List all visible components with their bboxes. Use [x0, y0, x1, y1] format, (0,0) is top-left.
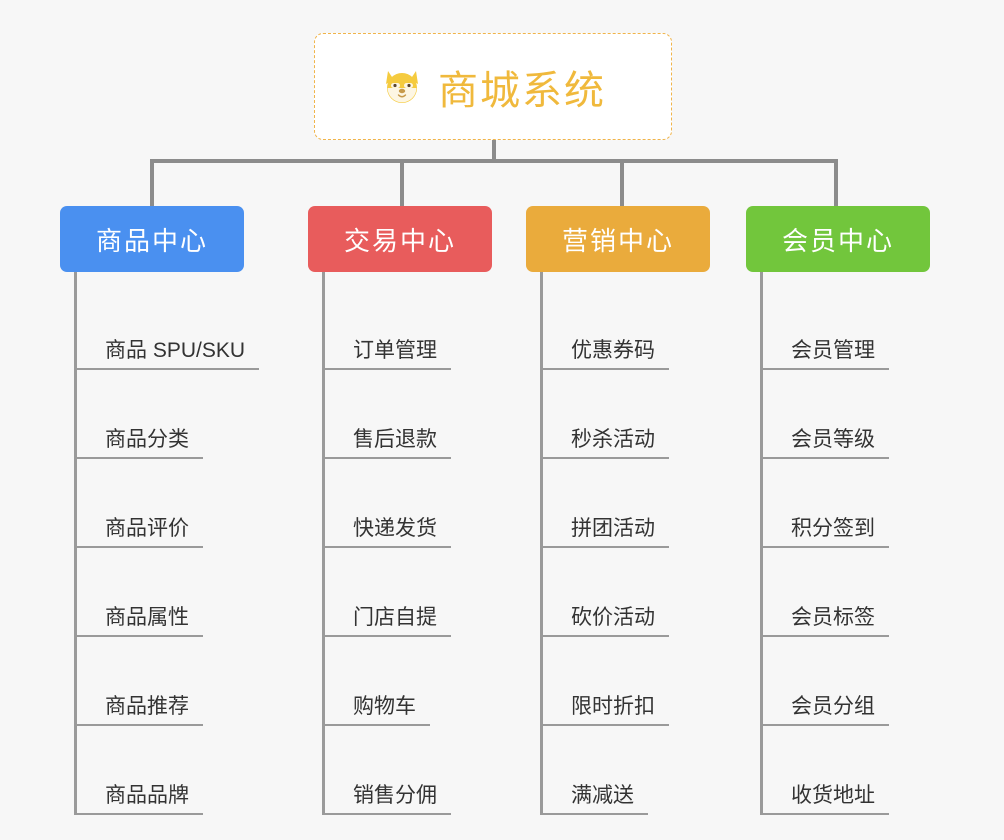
leaf-label: 商品评价: [77, 517, 203, 548]
leaf-label: 限时折扣: [543, 695, 669, 726]
leaf-label: 商品推荐: [77, 695, 203, 726]
leaf-list-marketing: 优惠券码 秒杀活动 拼团活动 砍价活动 限时折扣 满减送: [540, 272, 756, 815]
list-item[interactable]: 销售分佣: [325, 726, 538, 815]
list-item[interactable]: 限时折扣: [543, 637, 756, 726]
leaf-label: 砍价活动: [543, 606, 669, 637]
category-header-label: 商品中心: [95, 225, 208, 256]
leaf-label: 订单管理: [325, 339, 451, 370]
root-node-title: 商城系统: [438, 68, 606, 113]
leaf-label: 快递发货: [325, 517, 451, 548]
list-item[interactable]: 收货地址: [763, 726, 976, 815]
shiba-dog-face-icon: [380, 65, 424, 109]
leaf-label: 会员分组: [763, 695, 889, 726]
connector-drop-2: [400, 159, 404, 207]
root-node-mall-system[interactable]: 商城系统: [314, 33, 672, 140]
leaf-label: 销售分佣: [325, 784, 451, 815]
connector-root-stem: [492, 140, 496, 162]
connector-drop-1: [150, 159, 154, 207]
list-item[interactable]: 售后退款: [325, 370, 538, 459]
leaf-label: 积分签到: [763, 517, 889, 548]
list-item[interactable]: 订单管理: [325, 281, 538, 370]
leaf-list-product: 商品 SPU/SKU 商品分类 商品评价 商品属性 商品推荐 商品品牌: [74, 272, 290, 815]
list-item[interactable]: 快递发货: [325, 459, 538, 548]
list-item[interactable]: 商品推荐: [77, 637, 290, 726]
category-column-marketing: 营销中心 优惠券码 秒杀活动 拼团活动 砍价活动 限时折扣 满减送: [526, 206, 756, 815]
leaf-label: 秒杀活动: [543, 428, 669, 459]
category-header-marketing[interactable]: 营销中心: [526, 206, 710, 272]
leaf-label: 购物车: [325, 695, 430, 726]
leaf-label: 收货地址: [763, 784, 889, 815]
category-column-member: 会员中心 会员管理 会员等级 积分签到 会员标签 会员分组 收货地址: [746, 206, 976, 815]
connector-drop-3: [620, 159, 624, 207]
list-item[interactable]: 商品属性: [77, 548, 290, 637]
leaf-label: 会员等级: [763, 428, 889, 459]
list-item[interactable]: 砍价活动: [543, 548, 756, 637]
list-item[interactable]: 商品分类: [77, 370, 290, 459]
list-item[interactable]: 会员标签: [763, 548, 976, 637]
list-item[interactable]: 积分签到: [763, 459, 976, 548]
list-item[interactable]: 会员管理: [763, 281, 976, 370]
list-item[interactable]: 优惠券码: [543, 281, 756, 370]
list-item[interactable]: 商品评价: [77, 459, 290, 548]
leaf-label: 商品品牌: [77, 784, 203, 815]
list-item[interactable]: 购物车: [325, 637, 538, 726]
list-item[interactable]: 会员等级: [763, 370, 976, 459]
leaf-label: 商品分类: [77, 428, 203, 459]
connector-drop-4: [834, 159, 838, 207]
category-column-trade: 交易中心 订单管理 售后退款 快递发货 门店自提 购物车 销售分佣: [308, 206, 538, 815]
leaf-label: 拼团活动: [543, 517, 669, 548]
leaf-list-member: 会员管理 会员等级 积分签到 会员标签 会员分组 收货地址: [760, 272, 976, 815]
category-header-trade[interactable]: 交易中心: [308, 206, 492, 272]
category-header-label: 营销中心: [561, 225, 674, 256]
list-item[interactable]: 门店自提: [325, 548, 538, 637]
leaf-list-trade: 订单管理 售后退款 快递发货 门店自提 购物车 销售分佣: [322, 272, 538, 815]
list-item[interactable]: 会员分组: [763, 637, 976, 726]
leaf-label: 售后退款: [325, 428, 451, 459]
leaf-label: 门店自提: [325, 606, 451, 637]
category-header-label: 会员中心: [781, 225, 894, 256]
list-item[interactable]: 商品 SPU/SKU: [77, 281, 290, 370]
list-item[interactable]: 商品品牌: [77, 726, 290, 815]
leaf-label: 优惠券码: [543, 339, 669, 370]
leaf-label: 会员标签: [763, 606, 889, 637]
list-item[interactable]: 满减送: [543, 726, 756, 815]
leaf-label: 满减送: [543, 784, 648, 815]
leaf-label: 商品 SPU/SKU: [77, 339, 260, 370]
list-item[interactable]: 拼团活动: [543, 459, 756, 548]
list-item[interactable]: 秒杀活动: [543, 370, 756, 459]
leaf-label: 会员管理: [763, 339, 889, 370]
connector-horizontal-bus: [150, 159, 838, 163]
category-header-product[interactable]: 商品中心: [60, 206, 244, 272]
category-column-product: 商品中心 商品 SPU/SKU 商品分类 商品评价 商品属性 商品推荐 商品品牌: [60, 206, 290, 815]
category-header-label: 交易中心: [343, 225, 456, 256]
leaf-label: 商品属性: [77, 606, 203, 637]
category-header-member[interactable]: 会员中心: [746, 206, 930, 272]
